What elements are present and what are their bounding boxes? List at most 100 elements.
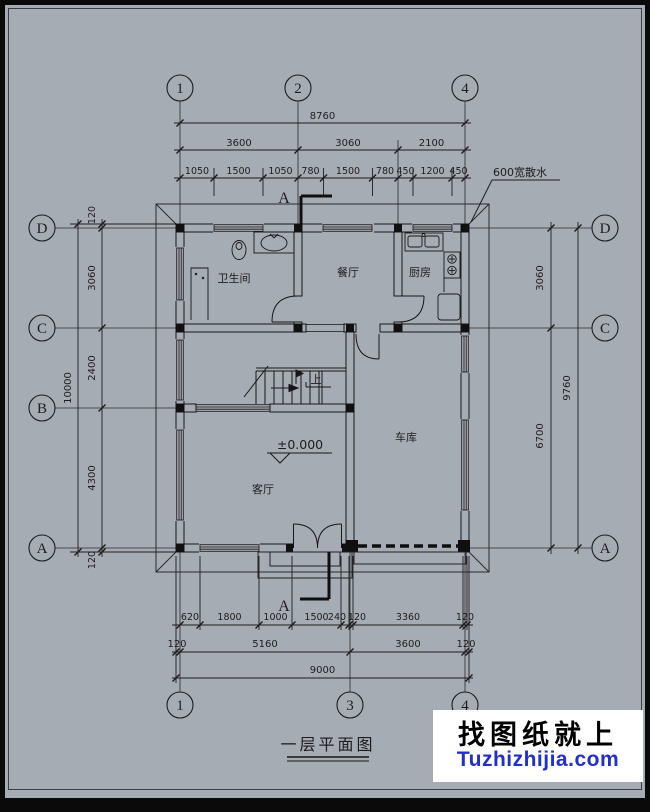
dim-bot2-120a: 120 [167,639,186,650]
dim-top-3060: 3060 [335,138,360,149]
dim-bot-120b: 120 [456,612,474,623]
dim-bot-120a: 120 [348,612,366,623]
dim-bot-1800: 1800 [217,612,241,623]
dim-bot-9000: 9000 [310,665,335,676]
opening-hall-rail [195,404,271,412]
grid-bubble-top-4: 4 [461,81,469,97]
dim-top-sub-0: 1050 [185,166,209,177]
dim-top-3600: 3600 [226,138,251,149]
dim-top-sub-5: 780 [376,166,394,177]
grid-bubble-bottom-3: 3 [346,698,354,714]
grid-lines [55,101,592,692]
room-labels: 卫生间 餐厅 厨房 客厅 车库 [218,265,432,496]
level-label: ±0.000 [277,437,323,452]
dim-bot-240: 240 [328,612,346,623]
drawing-title: 一层平面图 [280,735,375,754]
section-label-bottom: A [278,598,290,615]
section-marks [299,194,332,601]
dim-bot-1000: 1000 [263,612,287,623]
dim-top-8760: 8760 [310,111,335,122]
dim-bot2-120b: 120 [456,639,475,650]
opening-dining-hall [306,324,344,332]
grid-bubble-right-A: A [600,541,611,557]
dim-bot2-5160: 5160 [252,639,277,650]
room-label-living: 客厅 [252,482,274,496]
dim-right-9760: 9760 [562,375,573,400]
dimensions-bottom [172,556,473,683]
window-left-living [176,429,184,521]
door-garage-inner [355,333,380,360]
dim-top-sub-2: 1050 [268,166,292,177]
door-bathroom [271,295,299,323]
room-label-kitchen: 厨房 [409,266,431,279]
room-label-dining: 餐厅 [337,265,359,279]
dimensions-top-labels: 8760 3600 3060 2100 1050 1500 1050 780 1… [185,111,468,177]
grid-bubble-left-C: C [37,321,47,337]
sink-icon [253,231,295,254]
dim-top-sub-4: 1500 [336,166,360,177]
room-label-garage: 车库 [395,430,417,444]
doors [271,295,425,549]
window-top-bathroom [213,224,264,232]
dim-left-2400: 2400 [87,355,98,380]
dim-top-sub-6: 450 [396,166,414,177]
grid-bubble-bottom-1: 1 [176,698,184,714]
grid-bubble-left-D: D [37,221,48,237]
grid-bubble-right-D: D [600,221,611,237]
dim-bot-1500: 1500 [304,612,328,623]
watermark-box: 找图纸就上 Tuzhizhijia.com [433,710,643,782]
apron-outline [155,203,490,573]
grid-bubble-top-1: 1 [176,81,184,97]
dim-bot2-3600: 3600 [395,639,420,650]
dim-left-4300: 4300 [87,465,98,490]
dimensions-bottom-labels: 620 1800 1000 1500 240 120 3360 120 120 … [167,612,475,676]
dim-top-sub-8: 450 [449,166,467,177]
watermark-line1: 找图纸就上 [458,719,618,750]
door-kitchen [397,295,425,323]
kitchen-sink-icon [404,232,444,252]
dimensions-left-labels: 120 3060 2400 4300 120 10000 [63,206,98,569]
dim-bot-3360: 3360 [396,612,420,623]
kitchen-fixtures [404,232,461,321]
door-entrance-double [293,523,342,549]
dim-bot-620: 620 [181,612,199,623]
columns [176,224,469,552]
stairs [243,365,346,404]
dimensions-top [174,119,471,196]
dim-right-6700: 6700 [535,423,546,448]
grid-bubbles [28,74,619,719]
garage-apron [353,551,467,565]
bathroom-fixtures [190,231,295,320]
grid-bubble-labels: 1 2 4 1 3 4 D C B A D C A [37,81,611,714]
dim-top-sub-3: 780 [301,166,319,177]
window-left-bathroom [176,247,184,301]
grid-bubble-bottom-4: 4 [461,698,469,714]
dim-top-2100: 2100 [419,138,444,149]
entrance-steps [257,551,467,579]
dimensions-right-labels: 3060 6700 9760 [535,265,573,448]
dim-left-3060: 3060 [87,265,98,290]
grid-bubble-top-2: 2 [294,81,302,97]
level-marker [267,452,332,464]
watermark-line2: Tuzhizhijia.com [456,748,620,772]
drawing-title-block: 一层平面图 [280,735,375,762]
window-right-hall [461,335,469,373]
window-top-dining [322,224,373,232]
grid-bubble-left-A: A [37,541,48,557]
dim-top-sub-1: 1500 [226,166,250,177]
stair-up-label: 上 [311,373,322,386]
stove-icon [443,251,461,279]
grid-bubble-right-C: C [600,321,610,337]
window-right-garage [461,419,469,511]
fridge-icon [437,293,461,321]
shower-icon [190,267,209,320]
dim-left-120-top: 120 [87,206,98,224]
window-top-kitchen [412,224,453,232]
dim-top-sub-7: 1200 [420,166,444,177]
window-left-stairhall [176,339,184,401]
dimensions-right [547,222,582,554]
stair-up-arrow [271,369,331,393]
